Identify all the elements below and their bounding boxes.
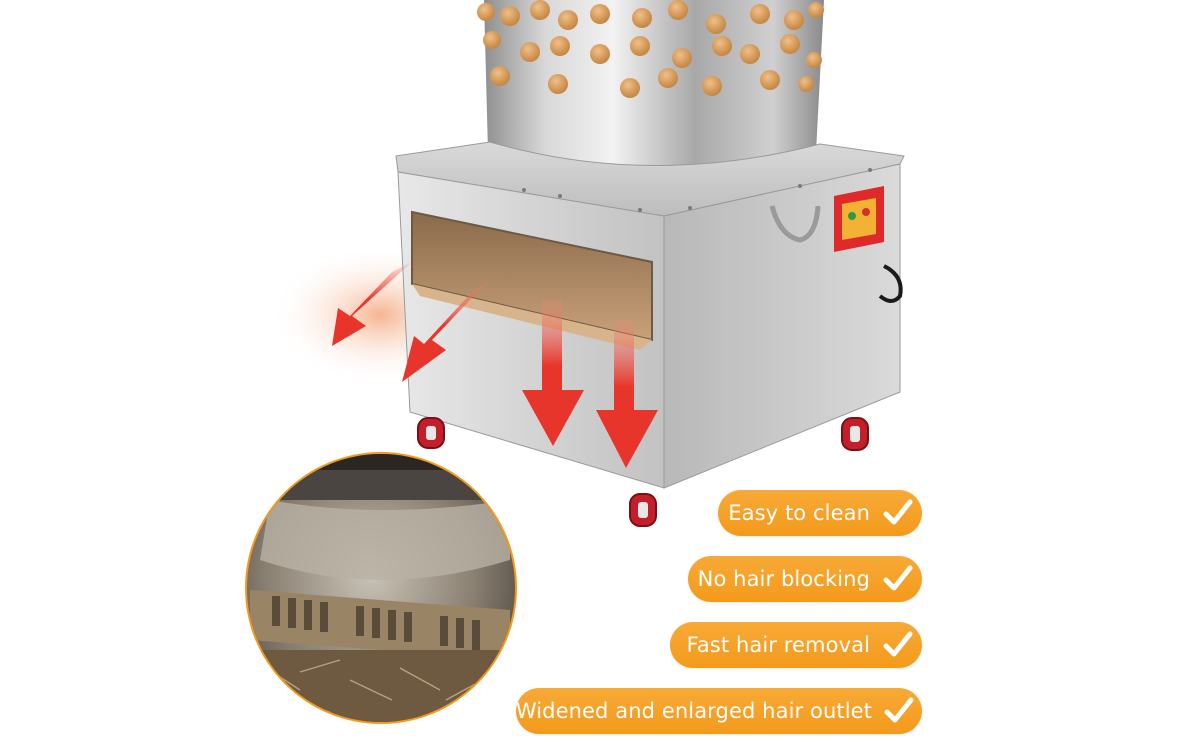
- feature-badge-easy-to-clean: Easy to clean: [718, 490, 922, 536]
- power-cord-icon: [878, 264, 903, 303]
- feature-badge-fast-hair-removal: Fast hair removal: [670, 622, 922, 668]
- feature-label: Fast hair removal: [686, 633, 870, 657]
- handle-icon: [769, 205, 821, 243]
- hair-outlet: [411, 210, 653, 350]
- feature-label: No hair blocking: [697, 567, 870, 591]
- inset-photo: [245, 452, 517, 724]
- caster-wheel-icon: [417, 417, 869, 527]
- check-icon: [882, 693, 916, 729]
- feature-label: Widened and enlarged hair outlet: [515, 699, 872, 723]
- rubber-finger-icon: [477, 0, 824, 98]
- check-icon: [880, 561, 916, 597]
- feature-label: Easy to clean: [728, 501, 870, 525]
- feature-badge-no-hair-blocking: No hair blocking: [688, 556, 922, 602]
- arrow-icon: [332, 262, 658, 468]
- power-switch-icon: [834, 186, 884, 252]
- check-icon: [880, 627, 916, 663]
- feature-badge-widened-outlet: Widened and enlarged hair outlet: [516, 688, 922, 734]
- check-icon: [880, 495, 916, 531]
